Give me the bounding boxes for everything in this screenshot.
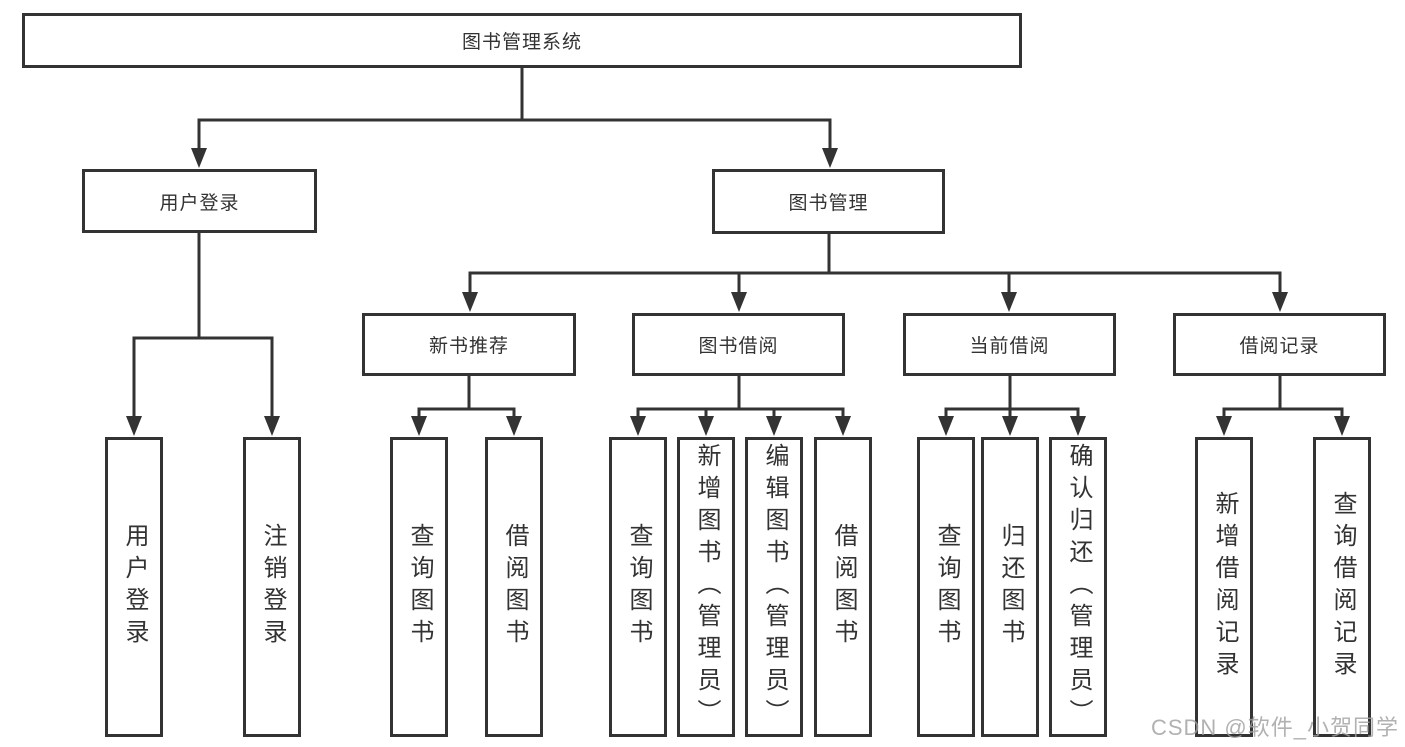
leaf-bb-add-books-admin: 新增图书（管理员） — [677, 437, 735, 737]
node-book-borrow-label: 图书借阅 — [698, 336, 779, 357]
node-book-management-label: 图书管理 — [788, 193, 869, 214]
leaf-bb-borrow-books: 借阅图书 — [814, 437, 872, 737]
leaf-br-add-record: 新增借阅记录 — [1195, 437, 1253, 737]
leaf-cb-return-books: 归还图书 — [981, 437, 1039, 737]
leaf-logout: 注销登录 — [243, 437, 301, 737]
node-borrow-records-label: 借阅记录 — [1239, 336, 1320, 357]
leaf-cb-query-books: 查询图书 — [917, 437, 975, 737]
node-borrow-records: 借阅记录 — [1173, 313, 1386, 376]
node-current-borrow-label: 当前借阅 — [969, 336, 1050, 357]
leaf-cb-confirm-return-admin: 确认归还（管理员） — [1049, 437, 1107, 737]
node-new-book-recommend: 新书推荐 — [362, 313, 576, 376]
leaf-user-login: 用户登录 — [105, 437, 163, 737]
node-book-management: 图书管理 — [712, 169, 945, 234]
node-user-login-label: 用户登录 — [159, 192, 240, 214]
node-root-label: 图书管理系统 — [461, 32, 582, 53]
leaf-bb-query-books: 查询图书 — [609, 437, 667, 737]
node-new-book-recommend-label: 新书推荐 — [428, 336, 509, 357]
node-book-borrow: 图书借阅 — [632, 313, 845, 376]
node-current-borrow: 当前借阅 — [903, 313, 1116, 376]
node-user-login: 用户登录 — [82, 169, 317, 233]
node-root-system: 图书管理系统 — [22, 13, 1022, 68]
leaf-br-query-record: 查询借阅记录 — [1313, 437, 1371, 737]
leaf-nbr-borrow-books: 借阅图书 — [485, 437, 543, 737]
leaf-nbr-query-books: 查询图书 — [390, 437, 448, 737]
leaf-bb-edit-books-admin: 编辑图书（管理员） — [745, 437, 803, 737]
